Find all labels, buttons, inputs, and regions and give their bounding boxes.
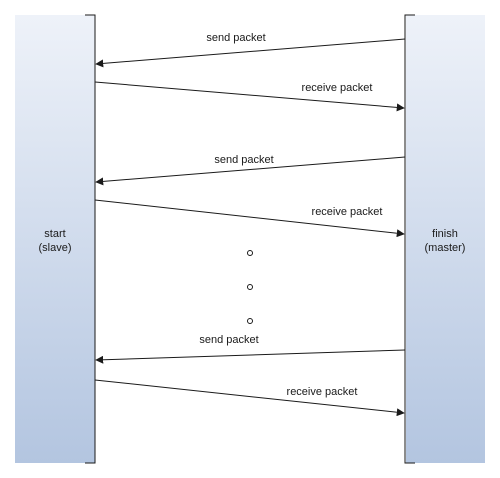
message-4: receive packet bbox=[94, 199, 405, 238]
message-2-label: receive packet bbox=[302, 82, 373, 94]
message-2: receive packet bbox=[94, 81, 405, 112]
left-participant-lifeline bbox=[85, 14, 96, 464]
left-participant: start (slave) bbox=[15, 14, 96, 464]
right-participant-lifeline bbox=[404, 14, 415, 464]
ellipsis-dot bbox=[247, 284, 253, 290]
ellipsis-dot bbox=[247, 318, 253, 324]
message-6-arrow bbox=[94, 379, 405, 417]
message-1-label: send packet bbox=[206, 32, 265, 44]
message-6: receive packet bbox=[94, 379, 405, 417]
message-1-arrow bbox=[95, 38, 406, 68]
ellipsis-dot bbox=[247, 250, 253, 256]
message-3: send packet bbox=[95, 154, 406, 186]
right-participant-title: finish bbox=[432, 228, 458, 240]
left-participant-title: start bbox=[44, 228, 65, 240]
left-participant-panel bbox=[15, 15, 95, 463]
message-4-label: receive packet bbox=[312, 206, 383, 218]
right-participant-panel bbox=[406, 15, 485, 463]
left-participant-role: (slave) bbox=[38, 242, 71, 254]
message-6-label: receive packet bbox=[287, 386, 358, 398]
continuation-ellipsis bbox=[247, 250, 253, 324]
message-5-arrow bbox=[95, 349, 406, 364]
message-1: send packet bbox=[95, 32, 406, 68]
message-4-arrow bbox=[94, 199, 405, 238]
message-3-arrow bbox=[95, 156, 406, 186]
message-5: send packet bbox=[95, 334, 406, 364]
right-participant-role: (master) bbox=[425, 242, 466, 254]
message-3-label: send packet bbox=[214, 154, 273, 166]
message-5-label: send packet bbox=[199, 334, 258, 346]
right-participant: finish (master) bbox=[404, 14, 485, 464]
message-2-arrow bbox=[94, 81, 405, 112]
